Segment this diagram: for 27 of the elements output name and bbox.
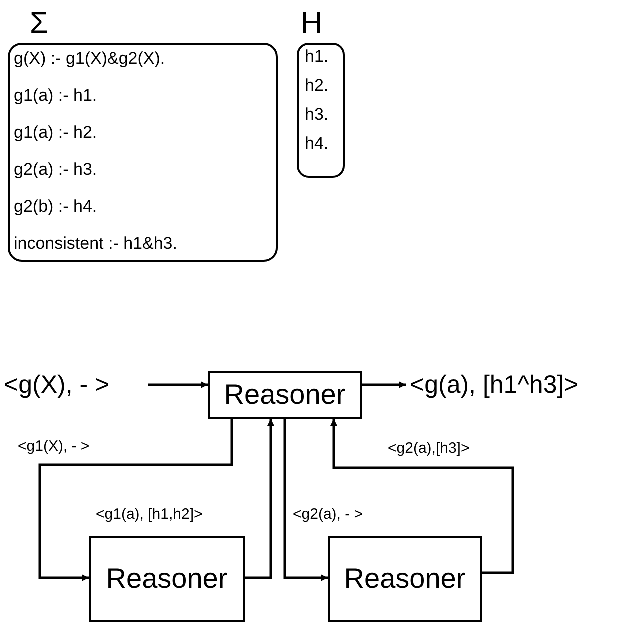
clause-text: h2.	[305, 76, 330, 96]
clause-text: g1(a) :- h2.	[14, 123, 98, 143]
clause-text: h4.	[305, 134, 330, 154]
process-box: Reasoner	[89, 536, 245, 622]
arrow	[38, 419, 234, 582]
process-box: Reasoner	[328, 536, 482, 622]
term-text: <g(a), [h1^h3]>	[410, 370, 579, 400]
arrow	[362, 382, 406, 388]
clause-text: inconsistent :- h1&h3.	[14, 234, 178, 254]
set-heading: Σ	[30, 8, 49, 40]
process-box: Reasoner	[208, 371, 362, 419]
arrow	[284, 419, 328, 582]
edge-label: <g2(a), - >	[293, 506, 364, 524]
set-heading: H	[301, 8, 323, 40]
edge-label: <g1(X), - >	[18, 438, 90, 456]
clause-text: g1(a) :- h1.	[14, 86, 98, 106]
clause-text: g(X) :- g1(X)&g2(X).	[14, 49, 166, 69]
edge-label: <g2(a),[h3]>	[388, 440, 470, 458]
clause-text: h1.	[305, 47, 330, 67]
clause-text: g2(b) :- h4.	[14, 197, 98, 217]
arrow	[148, 382, 208, 388]
edge-label: <g1(a), [h1,h2]>	[96, 506, 203, 524]
arrow	[330, 419, 514, 574]
term-text: <g(X), - >	[4, 370, 110, 400]
clause-text: g2(a) :- h3.	[14, 160, 98, 180]
arrow	[245, 419, 274, 580]
clause-text: h3.	[305, 105, 330, 125]
